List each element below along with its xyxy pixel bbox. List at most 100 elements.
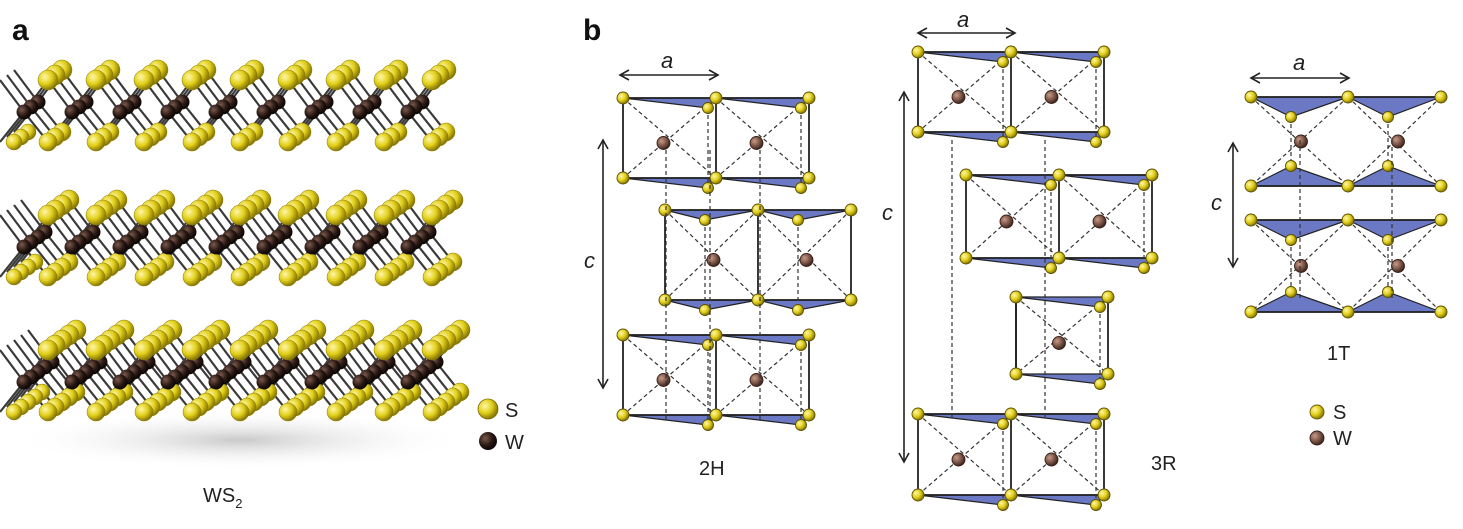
- sulfur-atom: [911, 125, 925, 139]
- sulfur-atom: [702, 102, 714, 114]
- tungsten-atom: [16, 374, 32, 390]
- lattice-a-label-1t: a: [1293, 50, 1305, 75]
- legend-a-s-label: S: [505, 400, 518, 422]
- cell-diagonal: [1010, 51, 1105, 133]
- prism-layer: [1009, 290, 1115, 390]
- sulfur-atom: [230, 402, 250, 422]
- triangle-face: [664, 209, 759, 221]
- tungsten-atom: [16, 239, 32, 255]
- tungsten-atom: [64, 374, 80, 390]
- arrowhead: [1339, 72, 1351, 84]
- tungsten-atom: [749, 136, 764, 150]
- sulfur-atom: [702, 182, 714, 194]
- sulfur-atom: [374, 402, 394, 422]
- sulfur-atom: [181, 339, 203, 361]
- sulfur-atom: [374, 132, 394, 152]
- tungsten-atom: [1294, 259, 1308, 273]
- sulfur-atom: [1052, 251, 1066, 265]
- tungsten-atom: [256, 104, 272, 120]
- sulfur-atom: [1341, 179, 1355, 193]
- cell-diagonal: [917, 51, 1012, 133]
- sulfur-atom: [1004, 407, 1018, 421]
- sulfur-atom: [373, 339, 395, 361]
- tungsten-atom: [112, 239, 128, 255]
- sulfur-atom: [658, 203, 672, 217]
- lattice-c-label-1t: c: [1211, 190, 1222, 215]
- sulfur-atom: [326, 267, 346, 287]
- sulfur-atom: [325, 69, 347, 91]
- sulfur-atom: [709, 91, 723, 105]
- sulfur-atom: [1341, 90, 1355, 104]
- sulfur-atom: [1090, 56, 1102, 68]
- sulfur-atom: [616, 91, 630, 105]
- sulfur-atom: [326, 402, 346, 422]
- sulfur-atom: [133, 339, 155, 361]
- tungsten-atom: [304, 239, 320, 255]
- sulfur-atom: [1285, 160, 1297, 172]
- tungsten-atom: [160, 239, 176, 255]
- sulfur-atom: [1009, 367, 1023, 381]
- triangle-face: [1250, 96, 1349, 118]
- sulfur-atom: [802, 408, 816, 422]
- sulfur-atom: [844, 203, 858, 217]
- tungsten-atom: [1044, 90, 1059, 104]
- sulfur-atom: [1434, 305, 1448, 319]
- sulfur-atom: [85, 339, 107, 361]
- sulfur-atom: [795, 339, 807, 351]
- sulfur-atom: [181, 204, 203, 226]
- octahedral-layer: [1244, 213, 1448, 319]
- sulfur-atom: [1145, 251, 1159, 265]
- triangle-face: [664, 299, 759, 311]
- sulfur-atom: [959, 251, 973, 265]
- panel-label-b: b: [583, 14, 601, 47]
- prism-layer: [911, 407, 1111, 511]
- sulfur-atom: [1285, 234, 1297, 246]
- sulfur-atom: [1382, 286, 1394, 298]
- sulfur-atom: [1382, 111, 1394, 123]
- sulfur-atom: [133, 69, 155, 91]
- tungsten-atom: [208, 104, 224, 120]
- arrowhead: [1005, 27, 1017, 39]
- sulfur-atom: [325, 339, 347, 361]
- sulfur-atom: [1244, 213, 1258, 227]
- sulfur-atom: [422, 402, 442, 422]
- cell-diagonal: [715, 97, 810, 179]
- sulfur-atom: [182, 132, 202, 152]
- sulfur-atom: [5, 268, 23, 286]
- triangle-face: [757, 299, 852, 311]
- sulfur-atom: [5, 403, 23, 421]
- sulfur-atom: [911, 488, 925, 502]
- sulfur-atom: [38, 132, 58, 152]
- sulfur-atom: [911, 407, 925, 421]
- triangle-face: [622, 414, 718, 426]
- sulfur-atom: [1090, 418, 1102, 430]
- sulfur-atom: [1090, 499, 1102, 511]
- tungsten-atom: [951, 90, 966, 104]
- sulfur-atom: [230, 132, 250, 152]
- tungsten-atom: [160, 374, 176, 390]
- sulfur-atom: [422, 267, 442, 287]
- prism-layer: [616, 91, 816, 194]
- sulfur-atom: [959, 168, 973, 182]
- sulfur-atom: [1004, 125, 1018, 139]
- sulfur-atom: [844, 293, 858, 307]
- sulfur-atom: [1097, 407, 1111, 421]
- arrowhead: [1227, 141, 1239, 153]
- triangle-face: [1015, 296, 1110, 308]
- sulfur-atom: [421, 69, 443, 91]
- sulfur-atom: [1285, 111, 1297, 123]
- sulfur-atom: [1382, 234, 1394, 246]
- ws2-layer-stack: [0, 59, 471, 470]
- tungsten-atom: [656, 136, 671, 150]
- sulfur-atom: [1244, 305, 1258, 319]
- tungsten-atom: [1391, 134, 1405, 149]
- sulfur-atom: [795, 419, 807, 431]
- sulfur-atom: [1382, 160, 1394, 172]
- legend-b: S W: [1309, 402, 1352, 450]
- sulfur-atom: [278, 402, 298, 422]
- sulfur-atom: [1094, 378, 1106, 390]
- sulfur-atom: [325, 204, 347, 226]
- sulfur-atom: [792, 214, 804, 226]
- sulfur-atom: [1138, 179, 1150, 191]
